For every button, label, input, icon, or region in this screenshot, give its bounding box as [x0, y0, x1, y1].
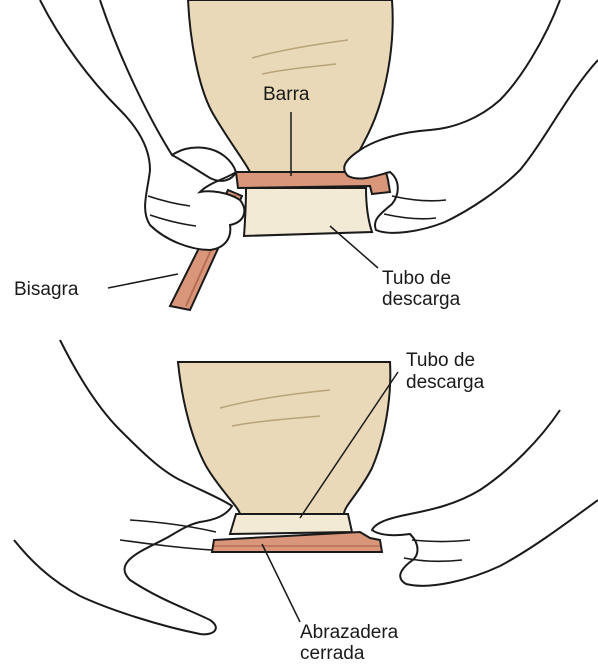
clamp-closed-bottom [212, 532, 382, 552]
label-drain-tube-bottom-1: Tubo de [406, 350, 475, 371]
drain-tube-bottom [230, 514, 352, 534]
label-bar: Barra [263, 84, 310, 105]
label-drain-tube-top-1: Tubo de [382, 268, 451, 289]
label-hinge: Bisagra [14, 279, 79, 300]
right-hand-bottom [372, 410, 598, 586]
leader-hinge [108, 274, 178, 288]
pouch-bag-bottom [178, 362, 390, 514]
label-closed-clamp-1: Abrazadera [300, 622, 399, 643]
label-drain-tube-bottom-2: descarga [406, 372, 485, 393]
panel-closed-clamp: Tubo de descarga Abrazadera cerrada [14, 340, 598, 664]
drain-tube-top [244, 188, 372, 236]
leader-closed-clamp [262, 544, 300, 622]
label-closed-clamp-2: cerrada [300, 643, 365, 664]
label-drain-tube-top-2: descarga [382, 289, 461, 310]
panel-open-clamp: Barra Bisagra Tubo de descarga [14, 0, 598, 310]
